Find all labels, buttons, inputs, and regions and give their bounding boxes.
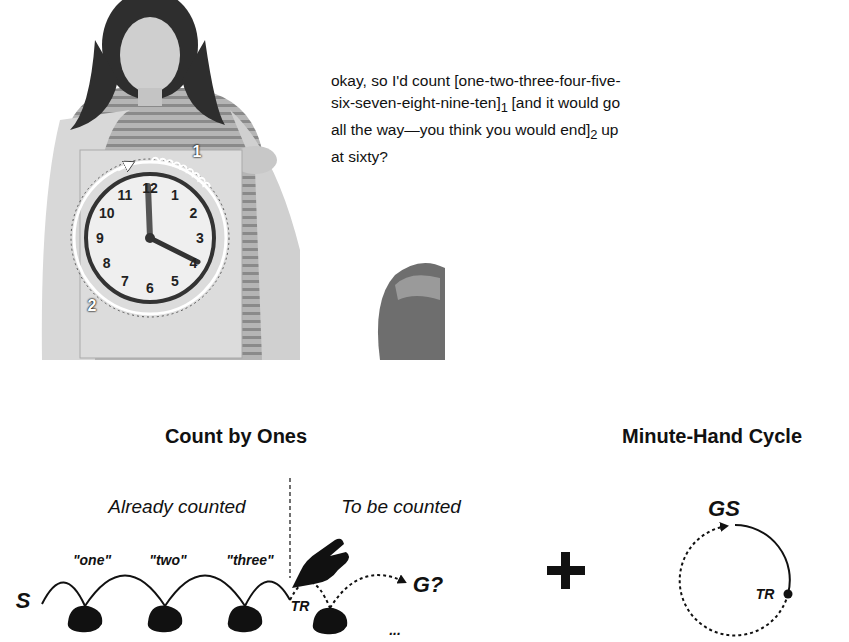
goal-label: G? bbox=[413, 572, 444, 597]
source-label: S bbox=[16, 588, 31, 613]
child-photo bbox=[378, 263, 445, 360]
gesture-index: 1 bbox=[501, 100, 508, 115]
divider-line bbox=[289, 478, 290, 578]
callout-number: 2 bbox=[88, 297, 97, 315]
callout-number: 1 bbox=[193, 143, 202, 161]
teacher-photo bbox=[42, 0, 300, 360]
gesture-index: 2 bbox=[590, 127, 597, 142]
count-word: "two" bbox=[149, 552, 186, 568]
transcript: okay, so I'd count [one-two-three-four-f… bbox=[331, 70, 631, 168]
clock-numeral: 12 bbox=[142, 180, 158, 196]
pointing-hand bbox=[292, 539, 349, 588]
clock-numeral: 7 bbox=[121, 273, 129, 289]
clock-numeral: 8 bbox=[103, 255, 111, 271]
region-label: To be counted bbox=[341, 496, 461, 518]
panel-title: Count by Ones bbox=[165, 425, 307, 448]
cycle bbox=[680, 525, 790, 635]
clock-numeral: 2 bbox=[189, 205, 197, 221]
clock-numeral: 11 bbox=[118, 187, 133, 203]
plus-sign bbox=[547, 552, 585, 589]
trajector-label: TR bbox=[291, 598, 310, 614]
clock-numeral: 3 bbox=[196, 230, 204, 246]
clock-numeral: 4 bbox=[189, 255, 197, 271]
count-word: "one" bbox=[73, 552, 111, 568]
goal-source-label: GS bbox=[708, 496, 740, 521]
region-label: Already counted bbox=[108, 496, 245, 518]
clock-numeral: 1 bbox=[171, 187, 179, 203]
clock-numeral: 10 bbox=[99, 205, 115, 221]
clock-numeral: 6 bbox=[146, 280, 154, 296]
count-path bbox=[42, 575, 405, 608]
clock-numeral: 9 bbox=[96, 230, 104, 246]
clock-numeral: 5 bbox=[171, 273, 179, 289]
panel-title: Minute-Hand Cycle bbox=[622, 425, 802, 448]
ellipsis: ... bbox=[389, 622, 401, 638]
trajector-label: TR bbox=[756, 586, 775, 602]
count-word: "three" bbox=[226, 552, 274, 568]
cycle-dot bbox=[784, 590, 793, 599]
